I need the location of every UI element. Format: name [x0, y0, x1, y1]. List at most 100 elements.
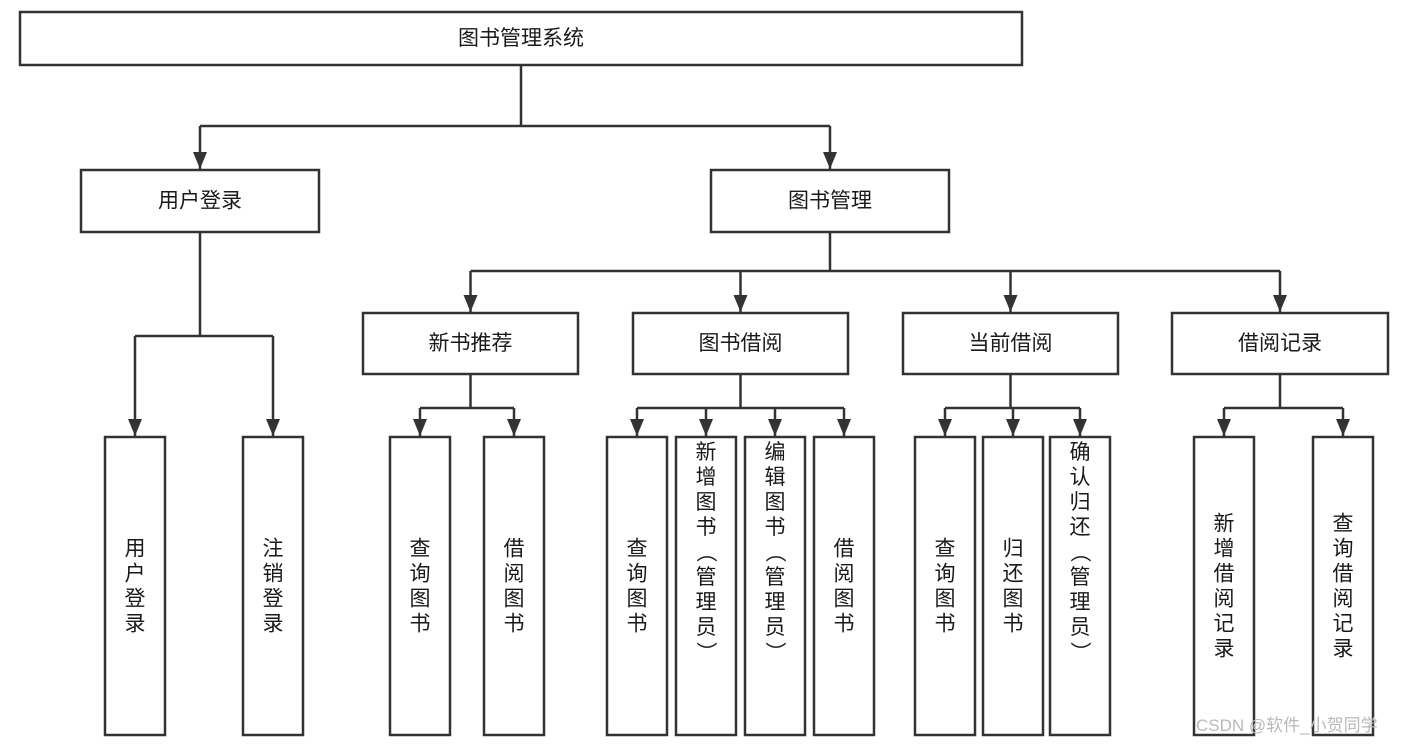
level3-node-0-rect: [361, 311, 580, 376]
l3-0-to-leaves-arrow-1: [507, 419, 521, 436]
leaf-node-0-char: 用: [125, 538, 146, 561]
leaf-node-0-char: 录: [125, 613, 146, 636]
level3-node-0-label: 新书推荐: [429, 332, 513, 355]
root-node-tushu-guanli-xitong[interactable]: 图书管理系统: [18, 10, 1024, 67]
leaf-node-2-char: 书: [410, 613, 431, 636]
leaf-node-7-rect: [812, 435, 876, 737]
level3-node-1[interactable]: 图书借阅: [631, 311, 850, 376]
leaf-node-6-char: 书: [765, 516, 786, 539]
leaf-node-12-rect: [1311, 435, 1375, 737]
leaf-node-12-char: 借: [1333, 563, 1354, 586]
leaf-node-12-char: 录: [1333, 638, 1354, 661]
level2-node-1-label: 图书管理: [788, 190, 872, 213]
leaf-node-0[interactable]: 用户登录: [103, 435, 167, 737]
leaf-node-8-rect: [913, 435, 977, 737]
level3-node-3-label: 借阅记录: [1238, 332, 1322, 355]
leaf-node-8-char: 图: [935, 588, 956, 611]
l3-2-to-leaves-arrow-0: [938, 419, 952, 436]
leaf-node-7-char: 借: [834, 538, 855, 561]
leaf-node-8-char: 询: [935, 563, 956, 586]
leaf-node-5-char: ）: [694, 642, 717, 663]
leaf-node-1-char: 登: [263, 588, 284, 611]
leaf-node-6-char: 管: [765, 566, 786, 589]
leaf-node-3-rect: [482, 435, 546, 737]
nodes-layer: 图书管理系统用户登录图书管理新书推荐图书借阅当前借阅借阅记录用户登录注销登录查询…: [18, 10, 1390, 737]
leaf-node-2-char: 查: [410, 538, 431, 561]
leaf-node-0-char: 登: [125, 588, 146, 611]
leaf-node-11-rect: [1192, 435, 1256, 737]
root-node-tushu-guanli-xitong-rect: [18, 10, 1024, 67]
level3-node-2-label: 当前借阅: [969, 332, 1053, 355]
level2-node-1[interactable]: 图书管理: [709, 168, 951, 234]
csdn-watermark: CSDN @软件_小贺同学: [1196, 716, 1378, 735]
root-to-l2-arrow-0: [193, 152, 207, 169]
l3-0-to-leaves-arrow-0: [413, 419, 427, 436]
level3-node-1-label: 图书借阅: [699, 332, 783, 355]
level2-node-1-rect: [709, 168, 951, 234]
leaf-node-3-char: 借: [504, 538, 525, 561]
leaf-node-1-char: 销: [263, 563, 284, 586]
leaf-node-6-char: 辑: [765, 466, 786, 489]
leaf-node-10-char: 理: [1070, 591, 1091, 614]
l3-1-to-leaves-arrow-3: [837, 419, 851, 436]
leaf-node-7-char: 书: [834, 613, 855, 636]
leaf-node-0-char: 户: [125, 563, 146, 586]
root-to-l2-arrow-1: [823, 152, 837, 169]
leaf-node-1-char: 录: [263, 613, 284, 636]
leaf-node-10-char: ）: [1068, 642, 1091, 663]
userlogin-to-leaves-arrow-1: [266, 419, 280, 436]
leaf-node-9-rect: [981, 435, 1045, 737]
leaf-node-8-char: 书: [935, 613, 956, 636]
level2-node-0-label: 用户登录: [158, 190, 242, 213]
leaf-node-10-char: 归: [1070, 491, 1091, 514]
level2-node-0[interactable]: 用户登录: [79, 168, 321, 234]
userlogin-to-leaves-arrow-0: [128, 419, 142, 436]
level3-node-2[interactable]: 当前借阅: [901, 311, 1120, 376]
leaf-node-3-char: 阅: [504, 563, 525, 586]
leaf-node-3-char: 图: [504, 588, 525, 611]
leaf-node-5-rect: [674, 435, 738, 737]
l3-3-to-leaves-arrow-1: [1336, 419, 1350, 436]
level3-node-1-rect: [631, 311, 850, 376]
leaf-node-9-char: 归: [1003, 538, 1024, 561]
leaf-node-6-char: 理: [765, 591, 786, 614]
l3-1-to-leaves-arrow-2: [768, 419, 782, 436]
leaf-node-9-char: 书: [1003, 613, 1024, 636]
leaf-node-6-rect: [743, 435, 807, 737]
leaf-node-5-char: 员: [696, 616, 717, 639]
leaf-node-3-char: 书: [504, 613, 525, 636]
root-node-tushu-guanli-xitong-label: 图书管理系统: [458, 27, 584, 50]
leaf-node-5-char: （: [694, 542, 717, 563]
connectors-layer: [128, 65, 1350, 436]
leaf-node-5-char: 理: [696, 591, 717, 614]
bookmgmt-to-l3-arrow-3: [1273, 295, 1287, 312]
leaf-node-10-char: （: [1068, 542, 1091, 563]
leaf-node-1-rect: [241, 435, 305, 737]
leaf-node-9-char: 图: [1003, 588, 1024, 611]
level3-node-3[interactable]: 借阅记录: [1170, 311, 1390, 376]
level2-node-0-rect: [79, 168, 321, 234]
leaf-node-6-char: 员: [765, 616, 786, 639]
leaf-node-6-char: （: [763, 542, 786, 563]
level3-node-2-rect: [901, 311, 1120, 376]
leaf-node-10-char: 确: [1070, 441, 1091, 464]
level3-node-0[interactable]: 新书推荐: [361, 311, 580, 376]
leaf-node-8-char: 查: [935, 538, 956, 561]
leaf-node-12-char: 查: [1333, 513, 1354, 536]
leaf-node-2-rect: [388, 435, 452, 737]
l3-3-to-leaves-arrow-0: [1217, 419, 1231, 436]
l3-2-to-leaves-arrow-1: [1006, 419, 1020, 436]
